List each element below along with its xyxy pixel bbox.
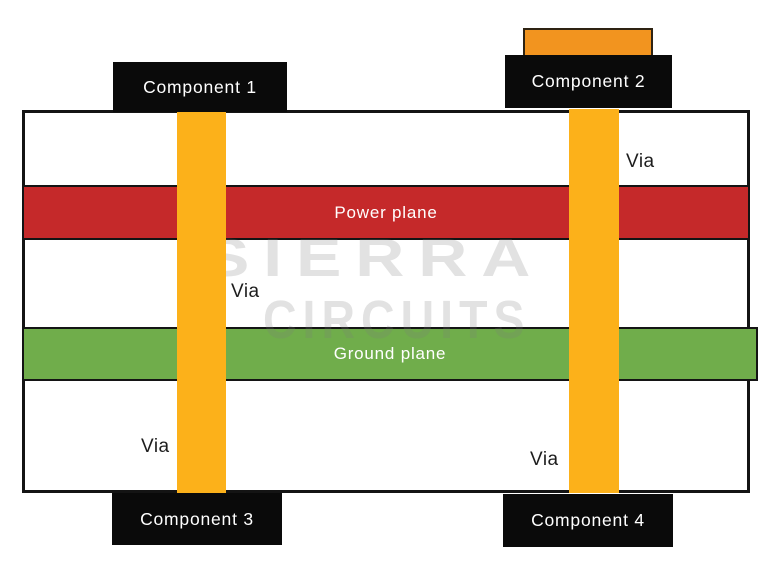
via-label-middle-left: Via — [231, 281, 260, 302]
component-1-box: Component 1 — [113, 62, 287, 112]
power-plane-label: Power plane — [334, 202, 438, 222]
pcb-board-outline — [22, 110, 750, 493]
via-label-bottom-left: Via — [141, 436, 170, 457]
ground-plane-label: Ground plane — [333, 344, 447, 363]
component-3-box: Component 3 — [112, 493, 282, 545]
component-2-cap — [523, 28, 653, 57]
power-plane-band: Power plane — [22, 185, 750, 240]
watermark-sierra: SIERRA — [204, 228, 545, 288]
component-4-label: Component 4 — [531, 510, 645, 530]
via-right-bar — [569, 109, 619, 493]
via-left-bar — [177, 111, 226, 493]
component-2-label: Component 2 — [531, 71, 646, 91]
component-2-box: Component 2 — [505, 55, 672, 108]
component-1-label: Component 1 — [143, 76, 257, 97]
ground-plane-band: Ground plane — [22, 327, 758, 381]
component-4-box: Component 4 — [503, 494, 673, 547]
component-3-label: Component 3 — [140, 508, 254, 529]
watermark-circuits: CIRCUITS — [263, 290, 531, 350]
via-label-top-right: Via — [626, 151, 655, 172]
via-label-bottom-right: Via — [530, 449, 559, 470]
